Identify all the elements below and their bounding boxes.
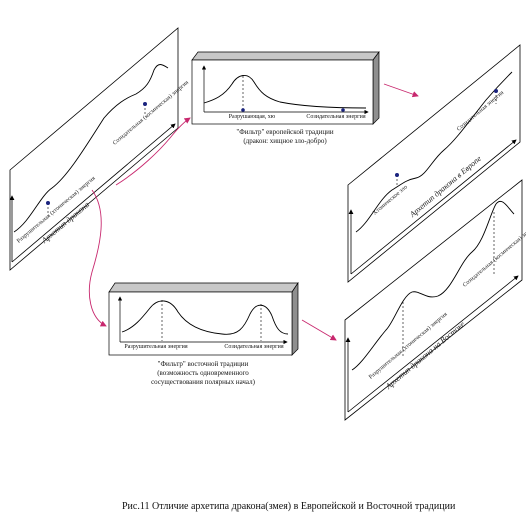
panel-right-top bbox=[347, 44, 521, 283]
arrow-left-to-bottom-filter bbox=[88, 189, 107, 327]
panel-right-top-curve bbox=[355, 71, 513, 233]
panel-left-curve bbox=[13, 64, 169, 233]
panel-right-bottom bbox=[344, 179, 523, 421]
panel-right-bottom-curve bbox=[351, 200, 515, 371]
filter-top-axis-left: Разрушающая, хю bbox=[228, 114, 276, 120]
filter-box-bottom bbox=[108, 281, 299, 356]
figure-caption: Рис.11 Отличие архетипа дракона(змея) в … bbox=[122, 501, 456, 512]
filter-top-caption-2: (дракон: хищное зло-добро) bbox=[243, 137, 327, 145]
filter-top-caption-1: "Фильтр" европейской традиции bbox=[236, 128, 334, 136]
filter-bottom-curve bbox=[121, 300, 289, 335]
filter-bottom-axis-right: Созидательная энергия bbox=[224, 344, 284, 350]
panel-left bbox=[9, 27, 179, 271]
filter-bottom-axis-left: Разрушительная энергия bbox=[124, 344, 188, 350]
filter-bottom-caption-3: сосуществования полярных начал) bbox=[151, 378, 255, 386]
arrow-left-to-top-filter bbox=[115, 117, 191, 186]
filter-top-curve bbox=[203, 75, 367, 109]
filter-box-top bbox=[191, 50, 380, 125]
filter-bottom-caption-1: "Фильтр" восточной традиции bbox=[157, 360, 249, 368]
arrow-top-filter-to-right-panel bbox=[383, 83, 419, 98]
filter-top-axis-right: Созидательная энергия bbox=[306, 114, 366, 120]
arrow-bottom-filter-to-right-panel bbox=[301, 319, 337, 341]
filter-bottom-caption-2: (возможность одновременного bbox=[157, 369, 249, 377]
